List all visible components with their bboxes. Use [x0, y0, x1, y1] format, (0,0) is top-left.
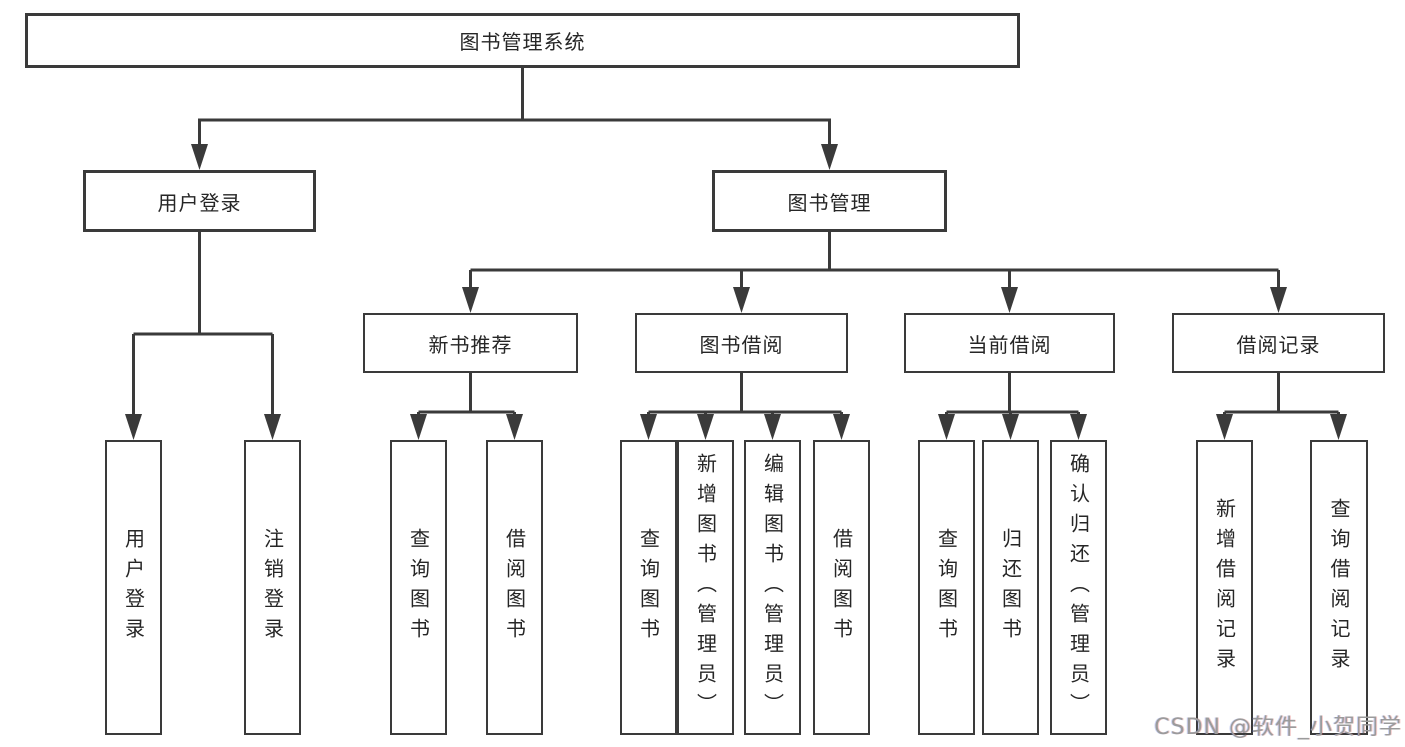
leaf-query-books-recommend-label: 查询图书 [406, 527, 431, 648]
leaf-return-book-label: 归还图书 [998, 527, 1023, 648]
leaf-borrow-books-label: 借阅图书 [829, 527, 854, 648]
arrowhead-icons [125, 144, 1347, 440]
leaf-confirm-return-admin-label: 确认归还（管理员） [1066, 452, 1091, 723]
node-new-book-recommend-label: 新书推荐 [428, 332, 513, 357]
node-book-borrow-label: 图书借阅 [699, 332, 784, 357]
leaf-query-borrow-record: 查询借阅记录 [1310, 440, 1368, 735]
leaf-user-login-label: 用户登录 [121, 527, 146, 648]
leaf-user-login: 用户登录 [105, 440, 162, 735]
csdn-watermark: CSDN @软件_小贺同学 [1154, 715, 1402, 740]
leaf-borrow-books: 借阅图书 [813, 440, 870, 735]
node-root: 图书管理系统 [25, 13, 1020, 68]
node-current-borrow: 当前借阅 [904, 313, 1115, 373]
leaf-query-books-borrow: 查询图书 [620, 440, 677, 735]
node-borrow-records: 借阅记录 [1172, 313, 1385, 373]
leaf-add-borrow-record-label: 新增借阅记录 [1212, 497, 1237, 678]
leaf-query-books-borrow-label: 查询图书 [636, 527, 661, 648]
node-current-borrow-label: 当前借阅 [967, 332, 1052, 357]
node-book-management-label: 图书管理 [787, 190, 872, 215]
node-borrow-records-label: 借阅记录 [1236, 332, 1321, 357]
node-root-label: 图书管理系统 [459, 30, 586, 54]
leaf-logout-label: 注销登录 [260, 527, 285, 648]
leaf-confirm-return-admin: 确认归还（管理员） [1050, 440, 1107, 735]
leaf-borrow-books-recommend-label: 借阅图书 [502, 527, 527, 648]
leaf-add-book-admin-label: 新增图书（管理员） [693, 452, 718, 723]
leaf-edit-book-admin-label: 编辑图书（管理员） [760, 452, 785, 723]
node-book-borrow: 图书借阅 [635, 313, 848, 373]
node-new-book-recommend: 新书推荐 [363, 313, 578, 373]
leaf-return-book: 归还图书 [982, 440, 1039, 735]
node-user-login: 用户登录 [83, 170, 316, 232]
leaf-query-books-recommend: 查询图书 [390, 440, 447, 735]
leaf-edit-book-admin: 编辑图书（管理员） [744, 440, 801, 735]
leaf-query-books-current: 查询图书 [918, 440, 975, 735]
leaf-query-borrow-record-label: 查询借阅记录 [1327, 497, 1351, 678]
node-book-management: 图书管理 [712, 170, 947, 232]
leaf-logout: 注销登录 [244, 440, 301, 735]
node-user-login-label: 用户登录 [157, 190, 242, 215]
leaf-borrow-books-recommend: 借阅图书 [486, 440, 543, 735]
leaf-add-borrow-record: 新增借阅记录 [1196, 440, 1253, 735]
leaf-query-books-current-label: 查询图书 [934, 527, 959, 648]
leaf-add-book-admin: 新增图书（管理员） [677, 440, 734, 735]
